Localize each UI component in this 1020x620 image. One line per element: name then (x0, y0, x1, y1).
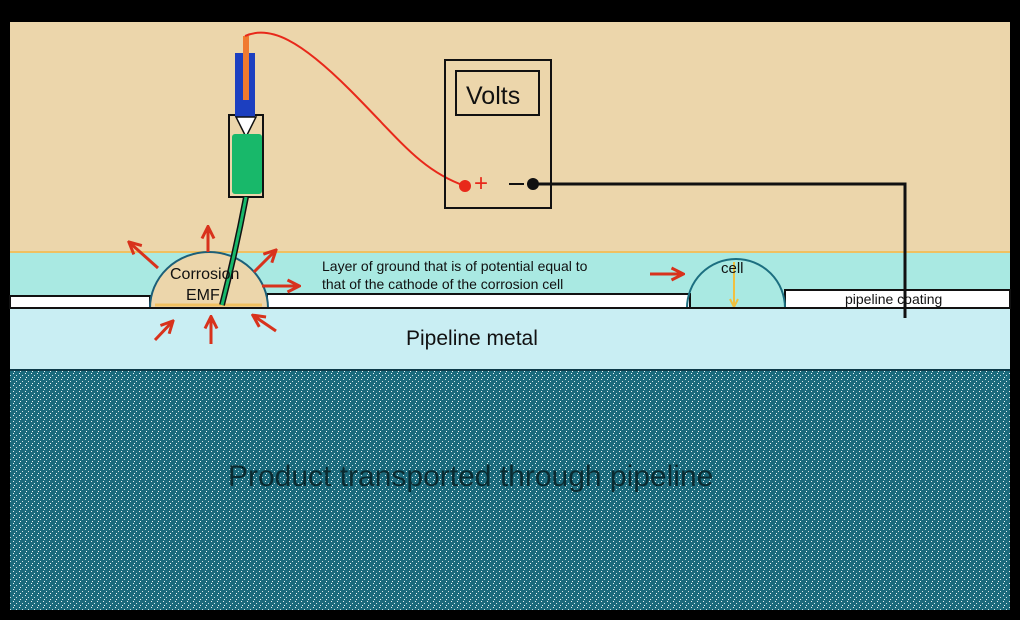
electrode-green-body (232, 134, 262, 194)
soil (10, 22, 1010, 252)
cell-dome (686, 258, 786, 309)
voltmeter-display (455, 70, 540, 116)
pipeline-coating (266, 293, 691, 309)
volts-label: Volts (466, 82, 521, 110)
corrosion-label: Corrosion (170, 266, 240, 283)
product (10, 370, 1010, 610)
pipeline-metal (10, 308, 1010, 370)
product-label: Product transported through pipeline (228, 460, 714, 493)
layer-label-2: that of the cathode of the corrosion cel… (322, 276, 564, 292)
emf-label: EMF (186, 287, 220, 304)
current-arrows (130, 228, 682, 344)
corrosion-dome (148, 251, 270, 309)
positive-terminal (459, 180, 471, 192)
pipeline-coating (9, 295, 151, 309)
red-wire (244, 31, 466, 187)
coating-label: pipeline coating (845, 291, 943, 307)
voltmeter (444, 59, 552, 209)
cell-label: cell (721, 260, 744, 277)
black-wire (533, 182, 907, 318)
pipeline-metal-label: Pipeline metal (406, 327, 538, 350)
positive-symbol: + (474, 170, 489, 197)
layer-label-1: Layer of ground that is of potential equ… (322, 258, 588, 274)
